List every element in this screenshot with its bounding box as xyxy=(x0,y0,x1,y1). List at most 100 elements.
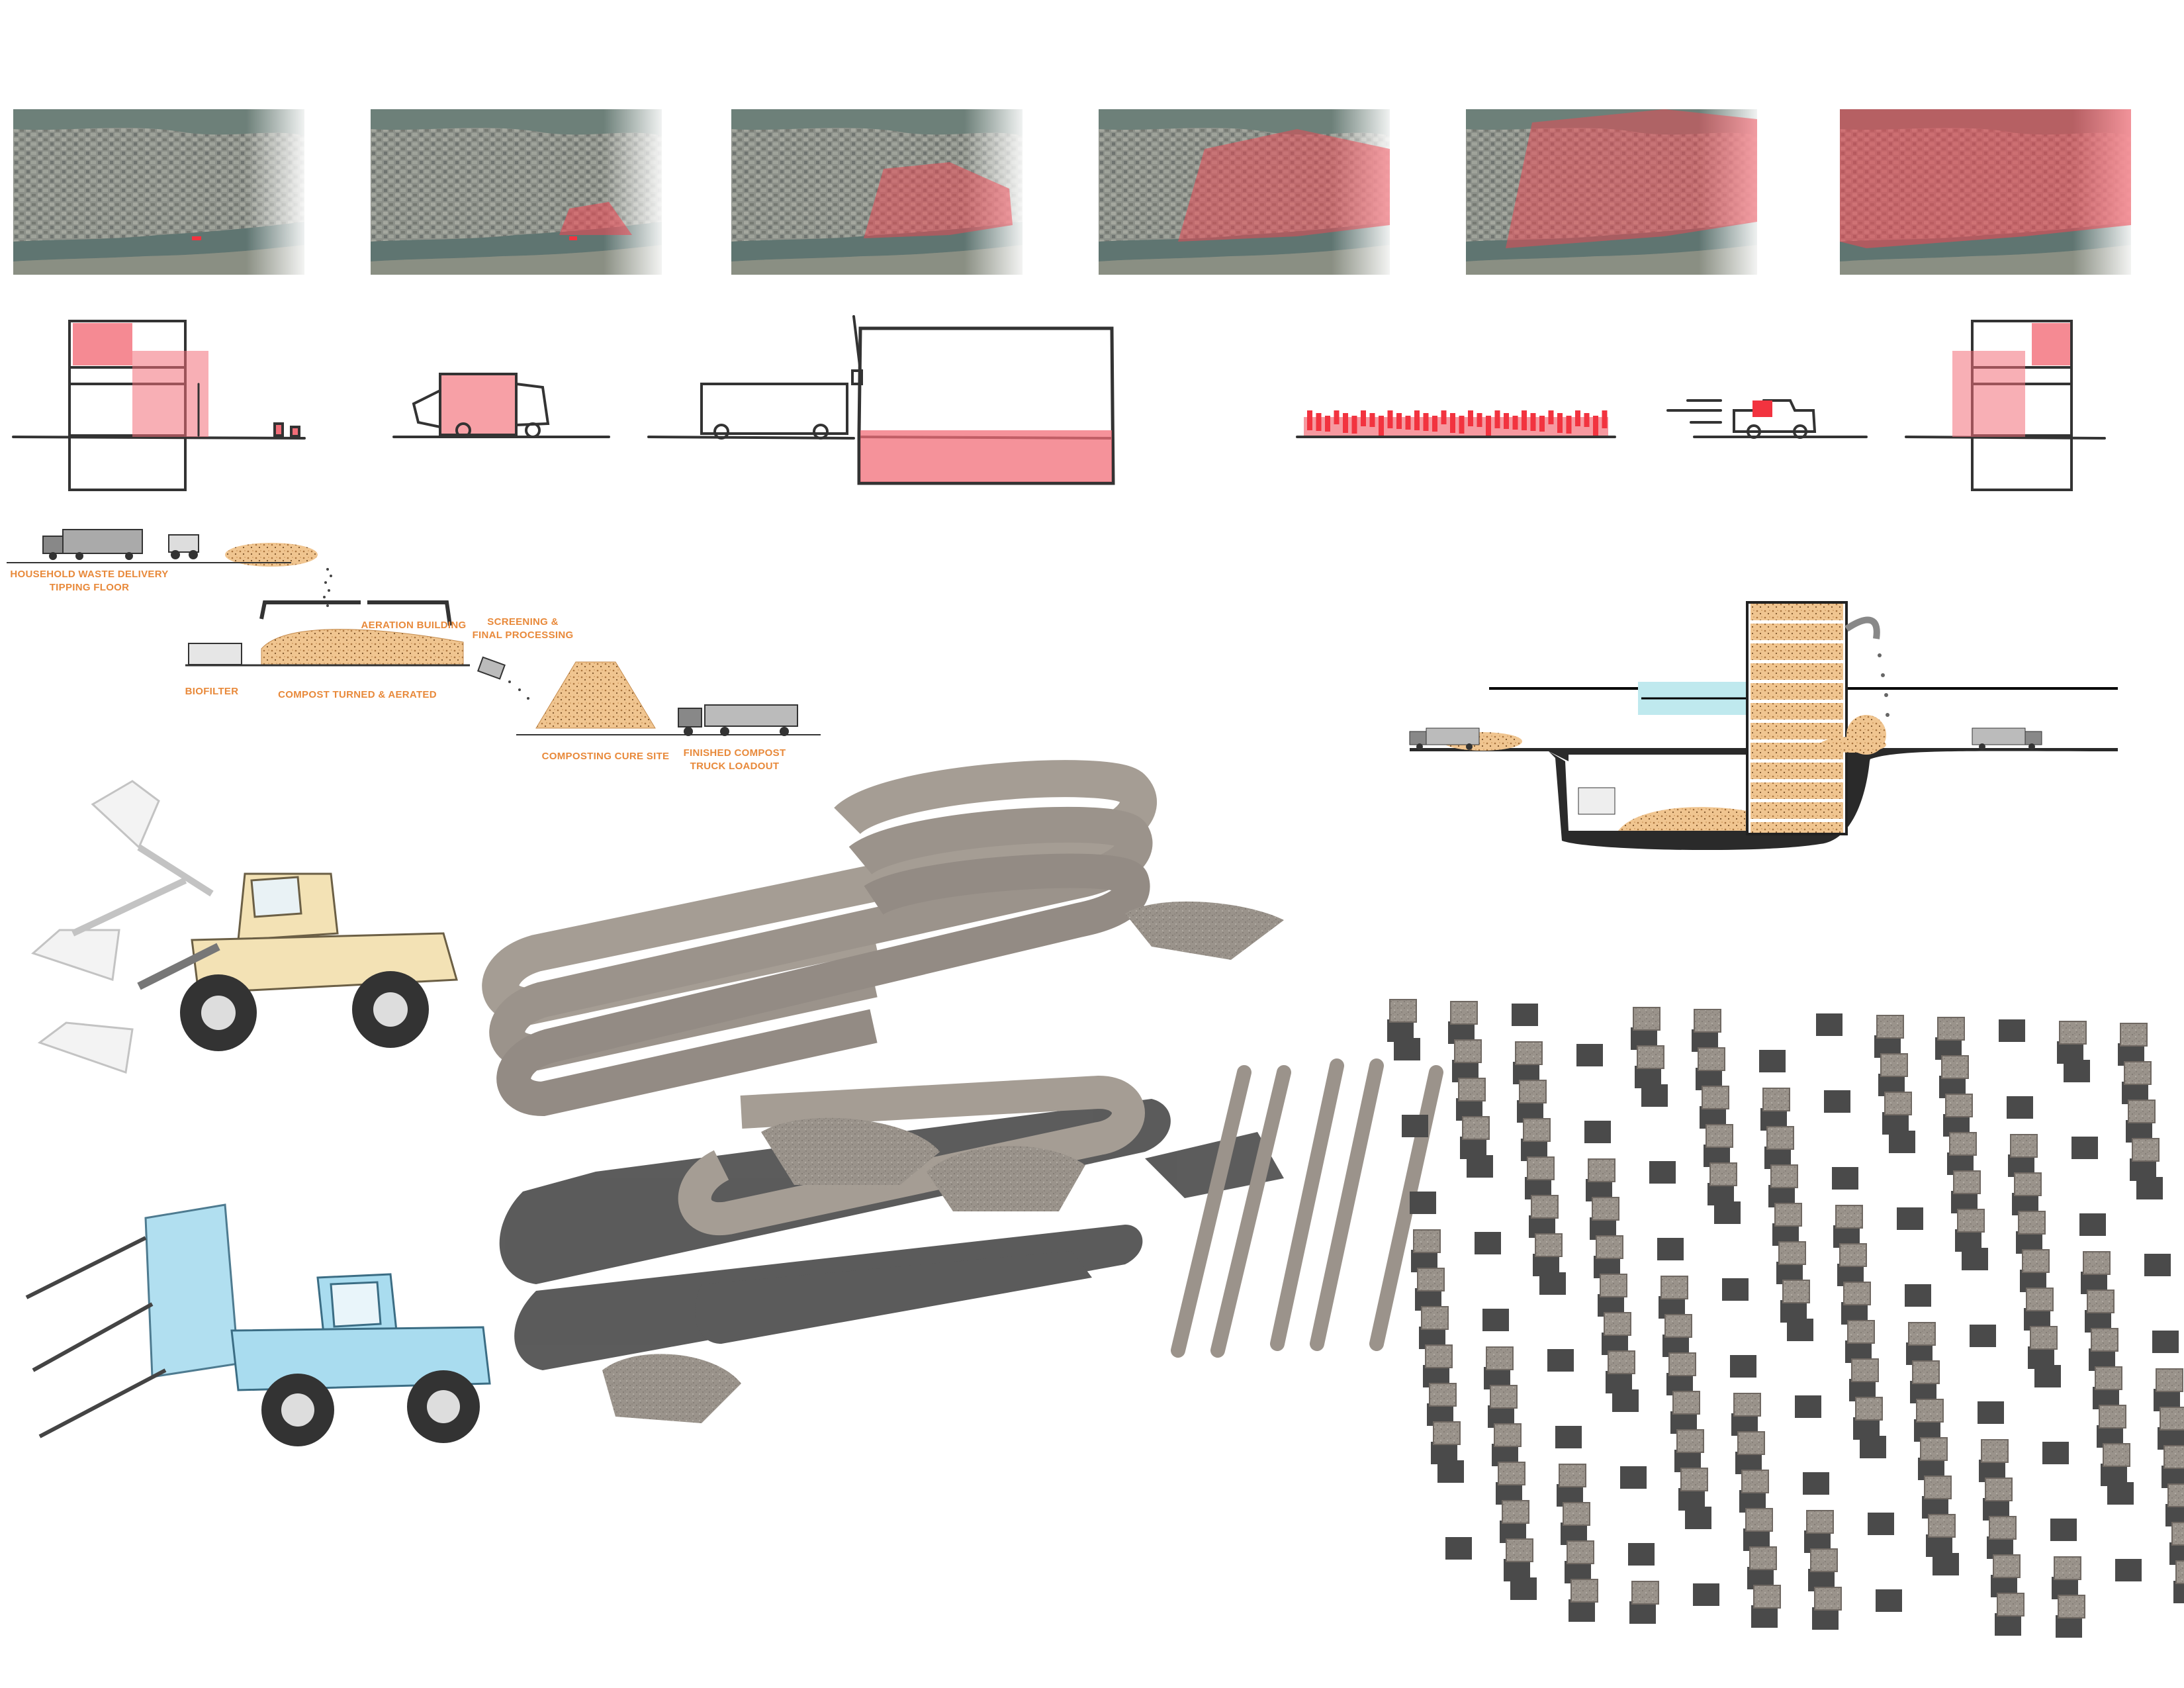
compost-pad xyxy=(1450,1001,1478,1025)
compost-pad xyxy=(1596,1235,1623,1259)
crowd-figure xyxy=(1316,413,1322,431)
crowd-figure xyxy=(1343,413,1348,433)
crowd-figure xyxy=(1414,410,1420,430)
pad-shadow xyxy=(1995,1613,2021,1636)
crowd-figure xyxy=(1522,410,1527,430)
compost-pad xyxy=(1806,1510,1834,1534)
pad-shadow xyxy=(1394,1038,1420,1060)
compost-pad xyxy=(1604,1312,1631,1336)
crowd-figure xyxy=(1396,413,1402,429)
crowd-figures xyxy=(1307,410,1608,436)
section-truck-left xyxy=(1409,727,1480,750)
pad-shadow xyxy=(1978,1401,2004,1424)
compost-pad xyxy=(1608,1350,1635,1374)
compost-pad xyxy=(1592,1197,1619,1221)
compost-pad xyxy=(1421,1306,1449,1330)
crowd-figure xyxy=(1557,413,1563,433)
crowd-figure xyxy=(1468,410,1473,426)
tube-loops xyxy=(482,760,1157,1236)
compost-pad xyxy=(2103,1443,2130,1467)
compost-pad xyxy=(1749,1546,1777,1570)
pickup-truck xyxy=(1666,399,1868,439)
crowd-figure xyxy=(1450,413,1455,433)
pad-shadow xyxy=(2115,1559,2142,1581)
map-thumb-3 xyxy=(731,109,1023,275)
compost-pad xyxy=(1462,1116,1490,1140)
pad-shadow xyxy=(2152,1331,2179,1353)
compost-pad xyxy=(2095,1366,2122,1390)
pad-shadow xyxy=(1970,1325,1996,1347)
pad-shadow xyxy=(1832,1167,1858,1190)
compost-pad xyxy=(1766,1126,1794,1150)
compost-pad xyxy=(1523,1118,1551,1142)
loadout-truck xyxy=(678,704,798,736)
map-thumb-2 xyxy=(371,109,662,275)
compost-pad xyxy=(1664,1314,1692,1338)
compost-pad xyxy=(2156,1368,2183,1392)
compost-pad xyxy=(1494,1423,1522,1447)
crowd-figure xyxy=(1307,410,1312,430)
pad-shadow xyxy=(1812,1607,1839,1630)
pad-shadow xyxy=(2007,1096,2033,1119)
map-thumb-5 xyxy=(1466,109,1757,275)
compost-pad xyxy=(1770,1164,1798,1188)
map-svg-3 xyxy=(731,109,1023,275)
crowd-figure xyxy=(1575,410,1580,426)
pad-shadow xyxy=(1722,1278,1749,1301)
compost-pad xyxy=(1928,1514,1956,1538)
crowd-figure xyxy=(1477,413,1482,427)
compost-pad xyxy=(1490,1385,1518,1409)
compost-pad xyxy=(1425,1344,1453,1368)
pad-shadow xyxy=(1999,1019,2025,1042)
compost-pad xyxy=(1563,1502,1590,1526)
pad-shadow xyxy=(1868,1513,1894,1535)
crowd-figure xyxy=(1504,413,1509,429)
compost-pad xyxy=(1997,1593,2025,1617)
crowd-figure xyxy=(1566,416,1572,434)
pad-shadow xyxy=(1569,1599,1595,1622)
compost-pad xyxy=(1429,1383,1457,1407)
building-section-icon-2 xyxy=(1905,320,2106,491)
pad-shadow xyxy=(2144,1254,2171,1276)
truck-icon xyxy=(392,373,610,438)
compost-pad xyxy=(2014,1172,2042,1196)
crowd-figure xyxy=(1369,413,1375,427)
crowd-figure xyxy=(1432,416,1437,432)
crowd-figure xyxy=(1325,416,1330,432)
building-section-icon xyxy=(12,320,306,491)
compost-pad xyxy=(1600,1274,1627,1297)
crowd-figure xyxy=(1593,416,1598,436)
pad-shadow xyxy=(1803,1472,1829,1495)
label-curing-site: COMPOSTING CURE SITE xyxy=(541,751,670,762)
compost-pad xyxy=(1527,1156,1555,1180)
label-finished-2: TRUCK LOADOUT xyxy=(690,761,780,772)
compost-pad xyxy=(2120,1023,2148,1047)
compost-pad xyxy=(1855,1397,1883,1421)
compost-pad xyxy=(1588,1158,1615,1182)
compost-pad xyxy=(1908,1322,1936,1346)
stacked-compost-floors xyxy=(1751,604,1843,833)
compost-pad xyxy=(1702,1086,1729,1109)
compost-pad xyxy=(1486,1346,1514,1370)
compost-pad xyxy=(1737,1431,1765,1455)
pad-shadow xyxy=(1860,1436,1886,1458)
pad-shadow xyxy=(1512,1004,1538,1026)
compost-pad xyxy=(1680,1468,1708,1491)
compost-pad xyxy=(1506,1538,1533,1562)
pad-shadow xyxy=(2042,1442,2069,1464)
pad-shadow xyxy=(1584,1121,1611,1143)
compost-pad xyxy=(1631,1581,1659,1605)
row-bars xyxy=(1171,1058,1443,1358)
pad-shadow xyxy=(1510,1577,1537,1600)
compost-pad xyxy=(1633,1007,1661,1031)
crowd-figure xyxy=(1512,416,1518,430)
compost-pad xyxy=(2128,1100,2156,1123)
label-aeration-building: AERATION BUILDING xyxy=(361,620,467,631)
compost-pad xyxy=(2163,1445,2184,1469)
pad-shadow xyxy=(2050,1519,2077,1541)
pad-grid xyxy=(1387,999,2184,1638)
pad-shadow xyxy=(1824,1090,1850,1113)
compost-pad xyxy=(1668,1352,1696,1376)
map-svg-1 xyxy=(13,109,304,275)
pad-shadow xyxy=(1628,1543,1655,1566)
